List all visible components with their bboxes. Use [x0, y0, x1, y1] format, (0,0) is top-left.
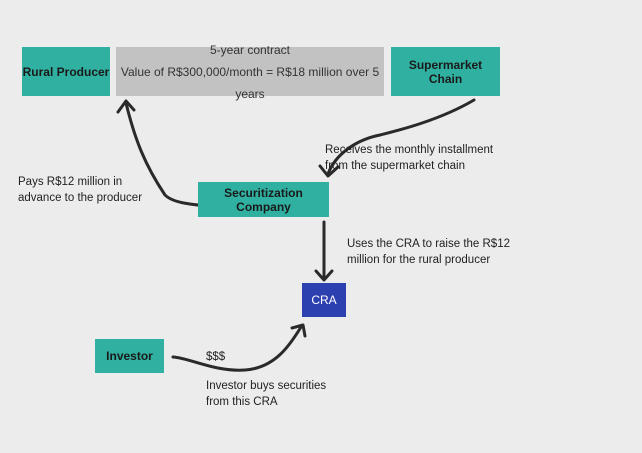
uses-line-1: Uses the CRA to raise the R$12: [347, 238, 510, 250]
arrowhead-securitization: [318, 164, 340, 178]
pays-annotation: Pays R$12 million in advance to the prod…: [18, 174, 142, 206]
pays-line-1: Pays R$12 million in: [18, 176, 123, 188]
securitization-company-label: Securitization Company: [224, 185, 303, 214]
receives-annotation: Receives the monthly installment from th…: [325, 142, 493, 174]
buys-annotation: Investor buys securities from this CRA: [206, 378, 326, 410]
securitization-company-node: Securitization Company: [198, 182, 329, 217]
money-annotation: $$$: [206, 351, 226, 363]
buys-line-2: from this CRA: [206, 396, 278, 408]
receives-line-1: Receives the monthly installment: [325, 144, 494, 156]
contract-title: 5-year contract: [209, 42, 291, 57]
receives-line-2: from the supermarket chain: [325, 160, 465, 172]
cra-label: CRA: [311, 293, 337, 307]
arrow-supermarket-to-securitization: [326, 98, 476, 176]
arrowhead-investor-cra: [290, 323, 307, 338]
buys-line-1: Investor buys securities: [206, 380, 327, 392]
cra-node: CRA: [302, 283, 346, 317]
arrowhead-producer: [116, 99, 136, 114]
contract-box: 5-year contract Value of R$300,000/month…: [116, 43, 384, 101]
supermarket-chain-node: Supermarket Chain: [391, 47, 500, 96]
rural-producer-label: Rural Producer: [22, 64, 110, 79]
uses-annotation: Uses the CRA to raise the R$12 million f…: [347, 236, 510, 268]
rural-producer-node: Rural Producer: [22, 47, 110, 96]
pays-line-2: advance to the producer: [18, 192, 143, 204]
investor-label: Investor: [106, 349, 153, 363]
uses-line-2: million for the rural producer: [347, 254, 491, 266]
supermarket-chain-label: Supermarket Chain: [408, 57, 483, 86]
contract-value: Value of R$300,000/month = R$18 million …: [120, 64, 380, 101]
investor-node: Investor: [95, 339, 164, 373]
arrow-investor-to-cra: [171, 325, 303, 372]
arrowhead-cra: [314, 269, 334, 282]
